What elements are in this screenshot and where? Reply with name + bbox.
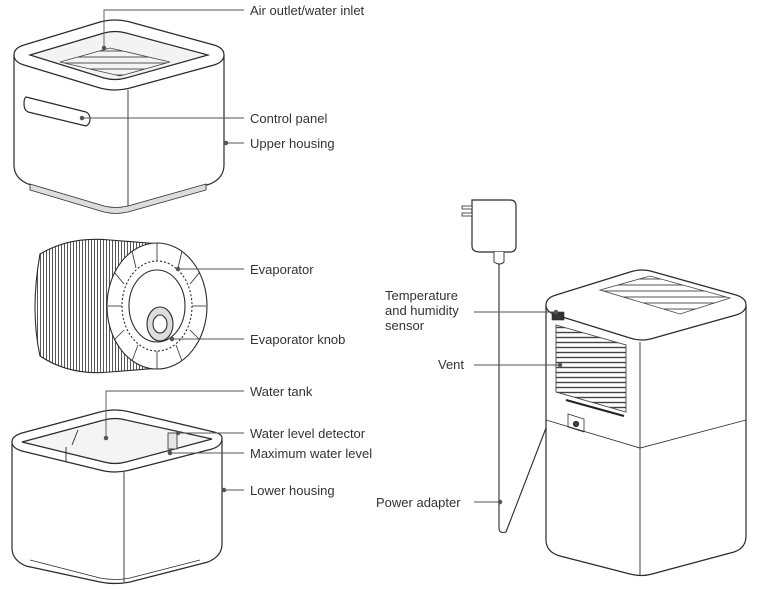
label-temperature-line1: Temperature (385, 288, 458, 303)
label-air-outlet-water-inlet: Air outlet/water inlet (250, 3, 365, 18)
evaporator-illustration (34, 238, 208, 374)
water-tank-illustration (11, 409, 223, 585)
label-evaporator: Evaporator (250, 262, 314, 277)
label-evaporator-knob: Evaporator knob (250, 332, 346, 347)
label-temperature-line3: sensor (385, 318, 425, 333)
label-temperature-humidity-sensor: Temperature and humidity sensor (385, 288, 459, 333)
assembled-humidifier-illustration (461, 199, 747, 577)
leader-lines (79, 9, 563, 505)
air-outlet-leader (103, 9, 244, 48)
upper-housing-illustration (13, 19, 225, 214)
label-water-level-detector: Water level detector (250, 426, 366, 441)
label-water-tank: Water tank (250, 384, 313, 399)
label-power-adapter: Power adapter (376, 495, 461, 510)
label-temperature-line2: and humidity (385, 303, 459, 318)
label-upper-housing: Upper housing (250, 136, 335, 151)
label-maximum-water-level: Maximum water level (250, 446, 373, 461)
label-lower-housing: Lower housing (250, 483, 335, 498)
label-vent: Vent (438, 357, 465, 372)
water-tank-leader (105, 390, 244, 438)
label-control-panel: Control panel (250, 111, 328, 126)
